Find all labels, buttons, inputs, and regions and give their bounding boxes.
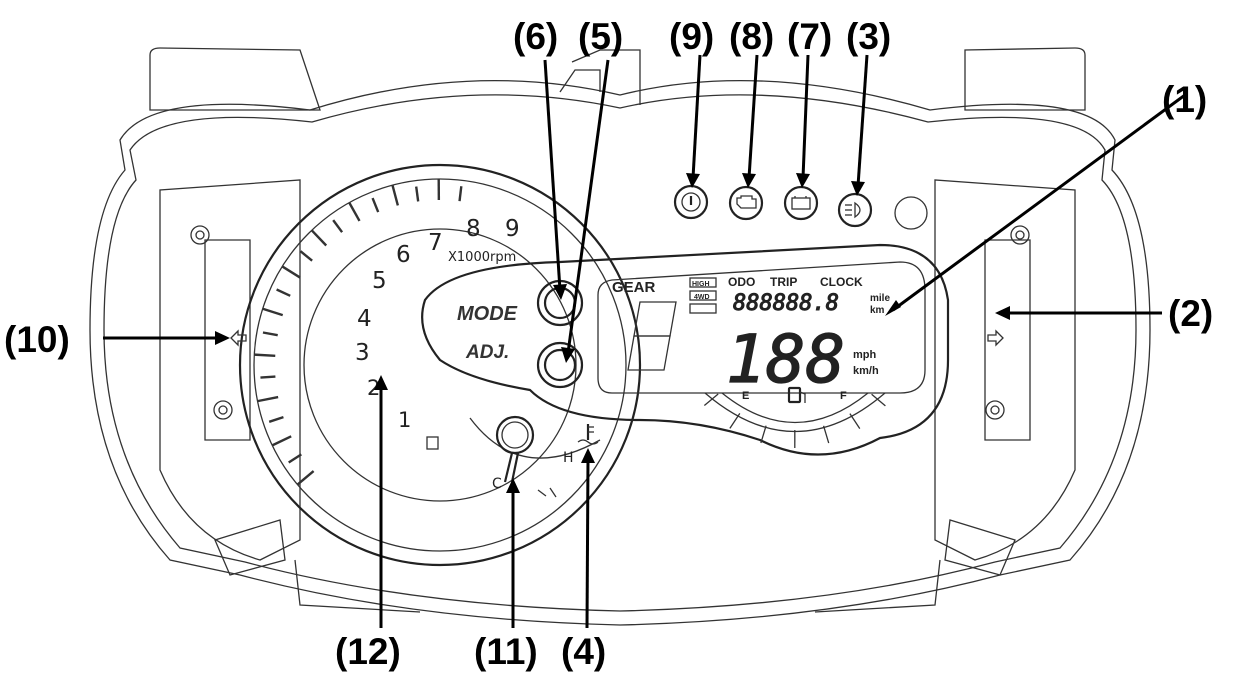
tach-numeral-9: 9 [505, 216, 520, 242]
fuel-pump-icon [787, 386, 806, 404]
callout-8: (8) [729, 16, 774, 57]
fuel-segment-divider [822, 425, 830, 444]
right-turn-signal-icon [987, 329, 1004, 347]
temp-hot-label: H [563, 450, 574, 466]
temperature-gauge: C H [469, 415, 601, 498]
temp-cold-label: C [492, 476, 502, 492]
callout-leaders [103, 54, 1186, 629]
callout-1: (1) [1162, 79, 1207, 120]
tach-numeral-5: 5 [372, 268, 387, 294]
lcd-high-indicator: HIGH [692, 281, 710, 288]
fuel-gauge-segments [703, 393, 886, 449]
tach-tick [348, 202, 361, 222]
tach-numeral-3: 3 [355, 340, 370, 366]
lcd-clock-label: CLOCK [820, 275, 863, 289]
engine-check-icon [728, 185, 764, 221]
lcd-odo-label: ODO [728, 275, 755, 289]
tach-tick [281, 265, 301, 279]
tach-tick [271, 435, 292, 447]
tach-numeral-8: 8 [466, 216, 481, 242]
callout-5: (5) [578, 16, 623, 57]
tach-tick [371, 197, 380, 213]
coolant-temp-icon [577, 424, 599, 445]
center-panel [421, 243, 950, 456]
lcd-odometer-digits: 888888.8 [733, 291, 839, 316]
lcd-unit-km: km [870, 305, 885, 316]
tach-tick [391, 184, 400, 206]
callout-6: (6) [513, 16, 558, 57]
lcd-speed-digits: 188 [726, 321, 845, 398]
callout-11: (11) [474, 631, 538, 672]
tach-tick [262, 307, 284, 317]
lcd-unit-kmh: km/h [853, 365, 879, 377]
cluster-housing [89, 47, 1151, 626]
tachometer-dial: 7 8 9 6 5 4 3 2 1 X1000rpm [238, 163, 642, 567]
tach-tick [288, 453, 302, 464]
oil-pressure-warning-icon [673, 184, 709, 220]
tach-tick [296, 470, 315, 486]
lcd-gear-label: GEAR [612, 279, 656, 296]
tachometer-ticks [254, 178, 463, 486]
mode-button-label: MODE [457, 303, 518, 325]
lcd-unit-mile: mile [870, 293, 890, 304]
callout-labels: (1) (2) (3) (4) (5) (6) (7) (8) (9) (10)… [4, 16, 1213, 672]
callout-3: (3) [846, 16, 891, 57]
callout-10: (10) [4, 319, 70, 360]
gear-digit [627, 301, 677, 371]
headlight-high-beam-icon [837, 192, 873, 228]
fuel-empty-label: E [742, 390, 749, 402]
left-turn-signal-icon [230, 329, 247, 347]
tach-tick [415, 186, 420, 202]
tach-numeral-7: 7 [428, 230, 443, 256]
tach-tick [262, 331, 278, 337]
callout-2: (2) [1168, 293, 1213, 334]
spare-indicator-lamp [894, 196, 928, 230]
lcd-trip-label: TRIP [770, 275, 797, 289]
fuel-full-label: F [840, 390, 847, 402]
tach-tick [268, 415, 284, 423]
tach-tick [310, 229, 328, 247]
lcd-unit-mph: mph [853, 349, 877, 361]
tach-tick [458, 186, 463, 202]
fuel-segment-divider [849, 413, 861, 429]
adj-button[interactable] [536, 341, 584, 389]
callout-4: (4) [561, 631, 606, 672]
fuel-gauge: E F [703, 386, 886, 449]
callout-7: (7) [787, 16, 832, 57]
tach-tick [257, 395, 279, 403]
fuel-segment-divider [871, 393, 886, 407]
adj-button-label: ADJ. [465, 342, 509, 363]
tach-numeral-1: 1 [398, 408, 411, 432]
battery-charge-icon [783, 185, 819, 221]
fuel-segment-divider [729, 413, 741, 429]
tach-numeral-6: 6 [396, 242, 411, 268]
tach-numeral-2: 2 [367, 376, 380, 400]
tach-numeral-4: 4 [357, 306, 372, 332]
tach-unit-label: X1000rpm [448, 250, 516, 265]
tach-tick [254, 353, 276, 357]
tach-tick [276, 288, 291, 297]
tach-tick [332, 219, 344, 233]
callout-9: (9) [669, 16, 714, 57]
callout-12: (12) [335, 631, 401, 672]
tach-tick [260, 375, 276, 379]
lcd-4wd-indicator: 4WD [694, 294, 710, 301]
lcd-display: GEAR HIGH 4WD ODO TRIP CLOCK 888888.8 mi… [612, 275, 890, 399]
fuel-segment-divider [703, 393, 719, 407]
fuel-segment-divider [760, 425, 767, 444]
tach-tick [299, 250, 313, 262]
